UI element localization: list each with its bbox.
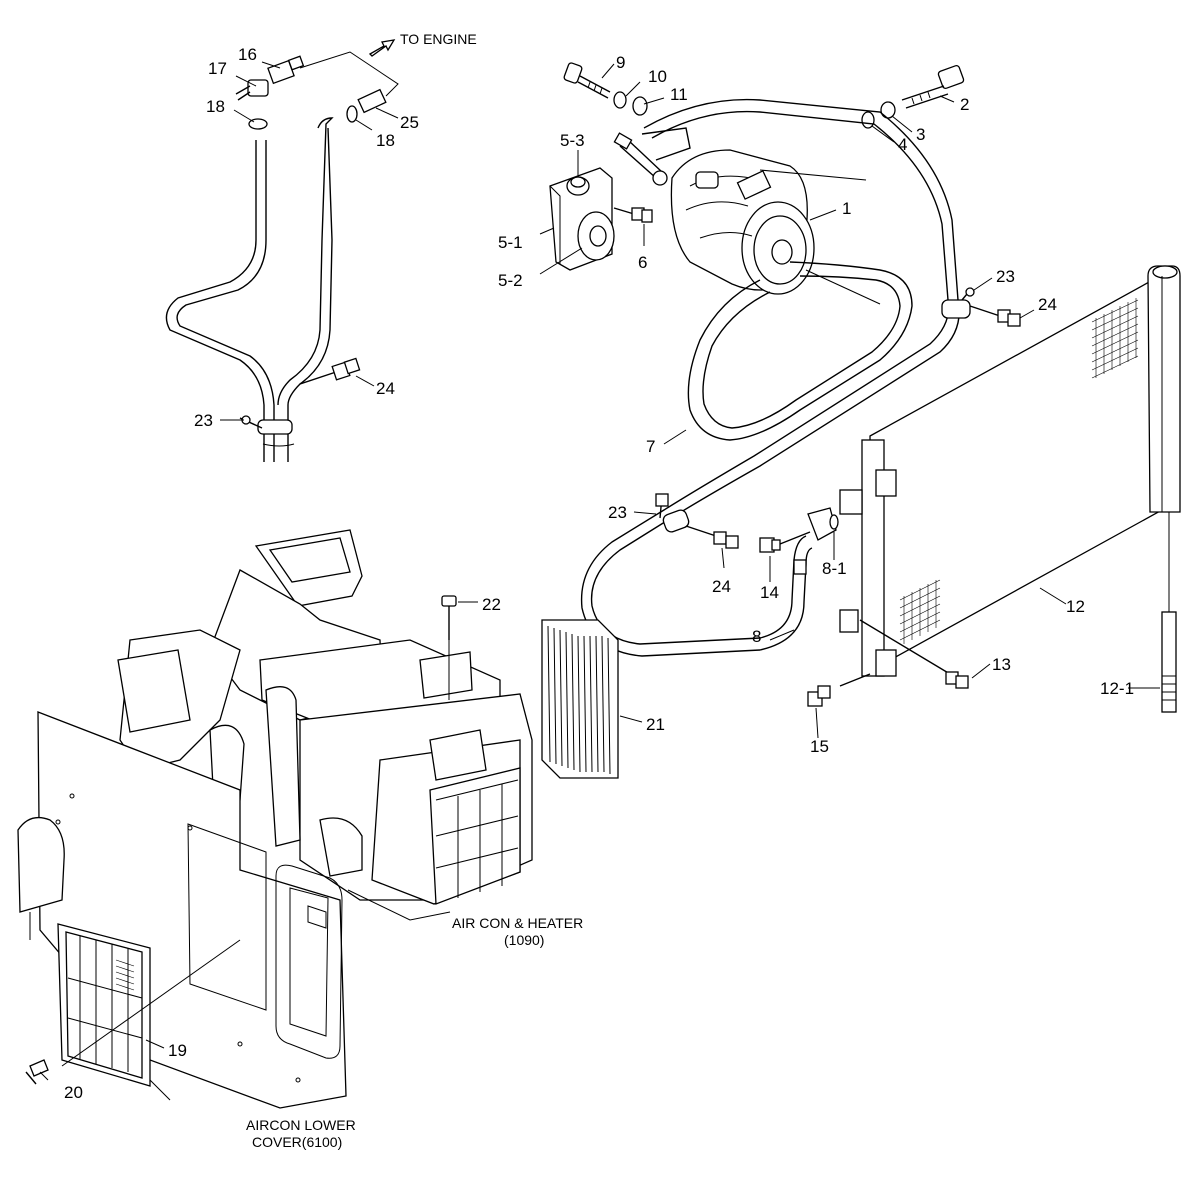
bolt-24-top-right [969, 305, 1021, 327]
to-engine-arrow [368, 39, 396, 57]
drive-belt-7 [687, 261, 913, 441]
bolt-6 [613, 207, 653, 223]
to-engine-caption: TO ENGINE [400, 31, 477, 47]
aircon-heater-ref: (1090) [504, 932, 544, 948]
callout-7: 7 [646, 437, 655, 456]
condenser-12 [839, 265, 1181, 677]
callout-18-right: 18 [376, 131, 395, 150]
callout-8: 8 [752, 627, 761, 646]
callout-21: 21 [646, 715, 665, 734]
callout-9: 9 [616, 53, 625, 72]
washer-4 [861, 111, 875, 129]
callout-14: 14 [760, 583, 779, 602]
hose-clip-23-top-right [961, 287, 975, 301]
callout-13: 13 [992, 655, 1011, 674]
callout-12: 12 [1066, 597, 1085, 616]
callout-11: 11 [670, 85, 688, 104]
callout-2: 2 [960, 95, 969, 114]
callout-12-1: 12-1 [1100, 679, 1134, 698]
callout-20: 20 [64, 1083, 83, 1102]
bolt-15 [807, 673, 871, 707]
callout-10: 10 [648, 67, 667, 86]
idler-pulley-5-2 [577, 211, 615, 261]
condenser-mesh-top [1091, 298, 1139, 379]
unit-grille [435, 779, 519, 898]
aircon-heater-caption: AIR CON & HEATER [452, 915, 583, 931]
o-ring-8-1 [807, 507, 839, 541]
heater-hose-assembly [165, 117, 334, 462]
callout-15: 15 [810, 737, 829, 756]
aircon-heater-unit [117, 529, 533, 921]
callout-6: 6 [638, 253, 647, 272]
condenser-mesh-bottom [899, 579, 941, 644]
callout-24-left: 24 [376, 379, 395, 398]
lower-cover-ref: COVER(6100) [252, 1134, 342, 1150]
callout-22: 22 [482, 595, 501, 614]
callout-23-top-right: 23 [996, 267, 1015, 286]
callout-23-left: 23 [194, 411, 213, 430]
callout-18-left: 18 [206, 97, 225, 116]
callout-4: 4 [898, 135, 907, 154]
hose-clip-23-left [239, 415, 293, 435]
hose-clip-23-middle [655, 493, 669, 519]
callout-5-1: 5-1 [498, 233, 523, 252]
bolt-24-left [299, 357, 361, 385]
drain-cock-17 [235, 79, 269, 101]
compressor-1 [670, 149, 815, 295]
callout-25: 25 [400, 113, 419, 132]
bolt-13 [859, 619, 969, 689]
callout-5-3: 5-3 [560, 131, 585, 150]
callout-17: 17 [208, 59, 227, 78]
callout-16: 16 [238, 45, 257, 64]
callout-3: 3 [916, 125, 925, 144]
vent-grille-19 [57, 923, 151, 1087]
callout-23-middle: 23 [608, 503, 627, 522]
callout-19: 19 [168, 1041, 187, 1060]
callout-24-top-right: 24 [1038, 295, 1057, 314]
callout-5-2: 5-2 [498, 271, 523, 290]
cap-5-3 [566, 176, 590, 196]
washer-11 [632, 96, 648, 116]
bolt-14 [759, 531, 811, 553]
screw-20 [25, 1059, 49, 1085]
callout-24-middle: 24 [712, 577, 731, 596]
bolt-9 [563, 62, 611, 99]
hose-clamp-18-right [346, 105, 358, 123]
hose-fitting-25 [357, 88, 387, 114]
leader-lines [39, 51, 1160, 1081]
lower-cover-caption: AIRCON LOWER [246, 1117, 356, 1133]
screw-22 [441, 595, 457, 700]
callout-8-1: 8-1 [822, 559, 847, 578]
washer-3 [880, 101, 896, 119]
ac-hose-loop [580, 98, 971, 657]
air-filter-21 [541, 619, 619, 779]
bolt-2 [901, 64, 965, 109]
receiver-drier-12-1 [1161, 512, 1177, 713]
callout-1: 1 [842, 199, 851, 218]
bolt-24-middle [685, 525, 739, 549]
washer-10 [613, 91, 627, 109]
hose-fitting-16 [267, 55, 305, 85]
